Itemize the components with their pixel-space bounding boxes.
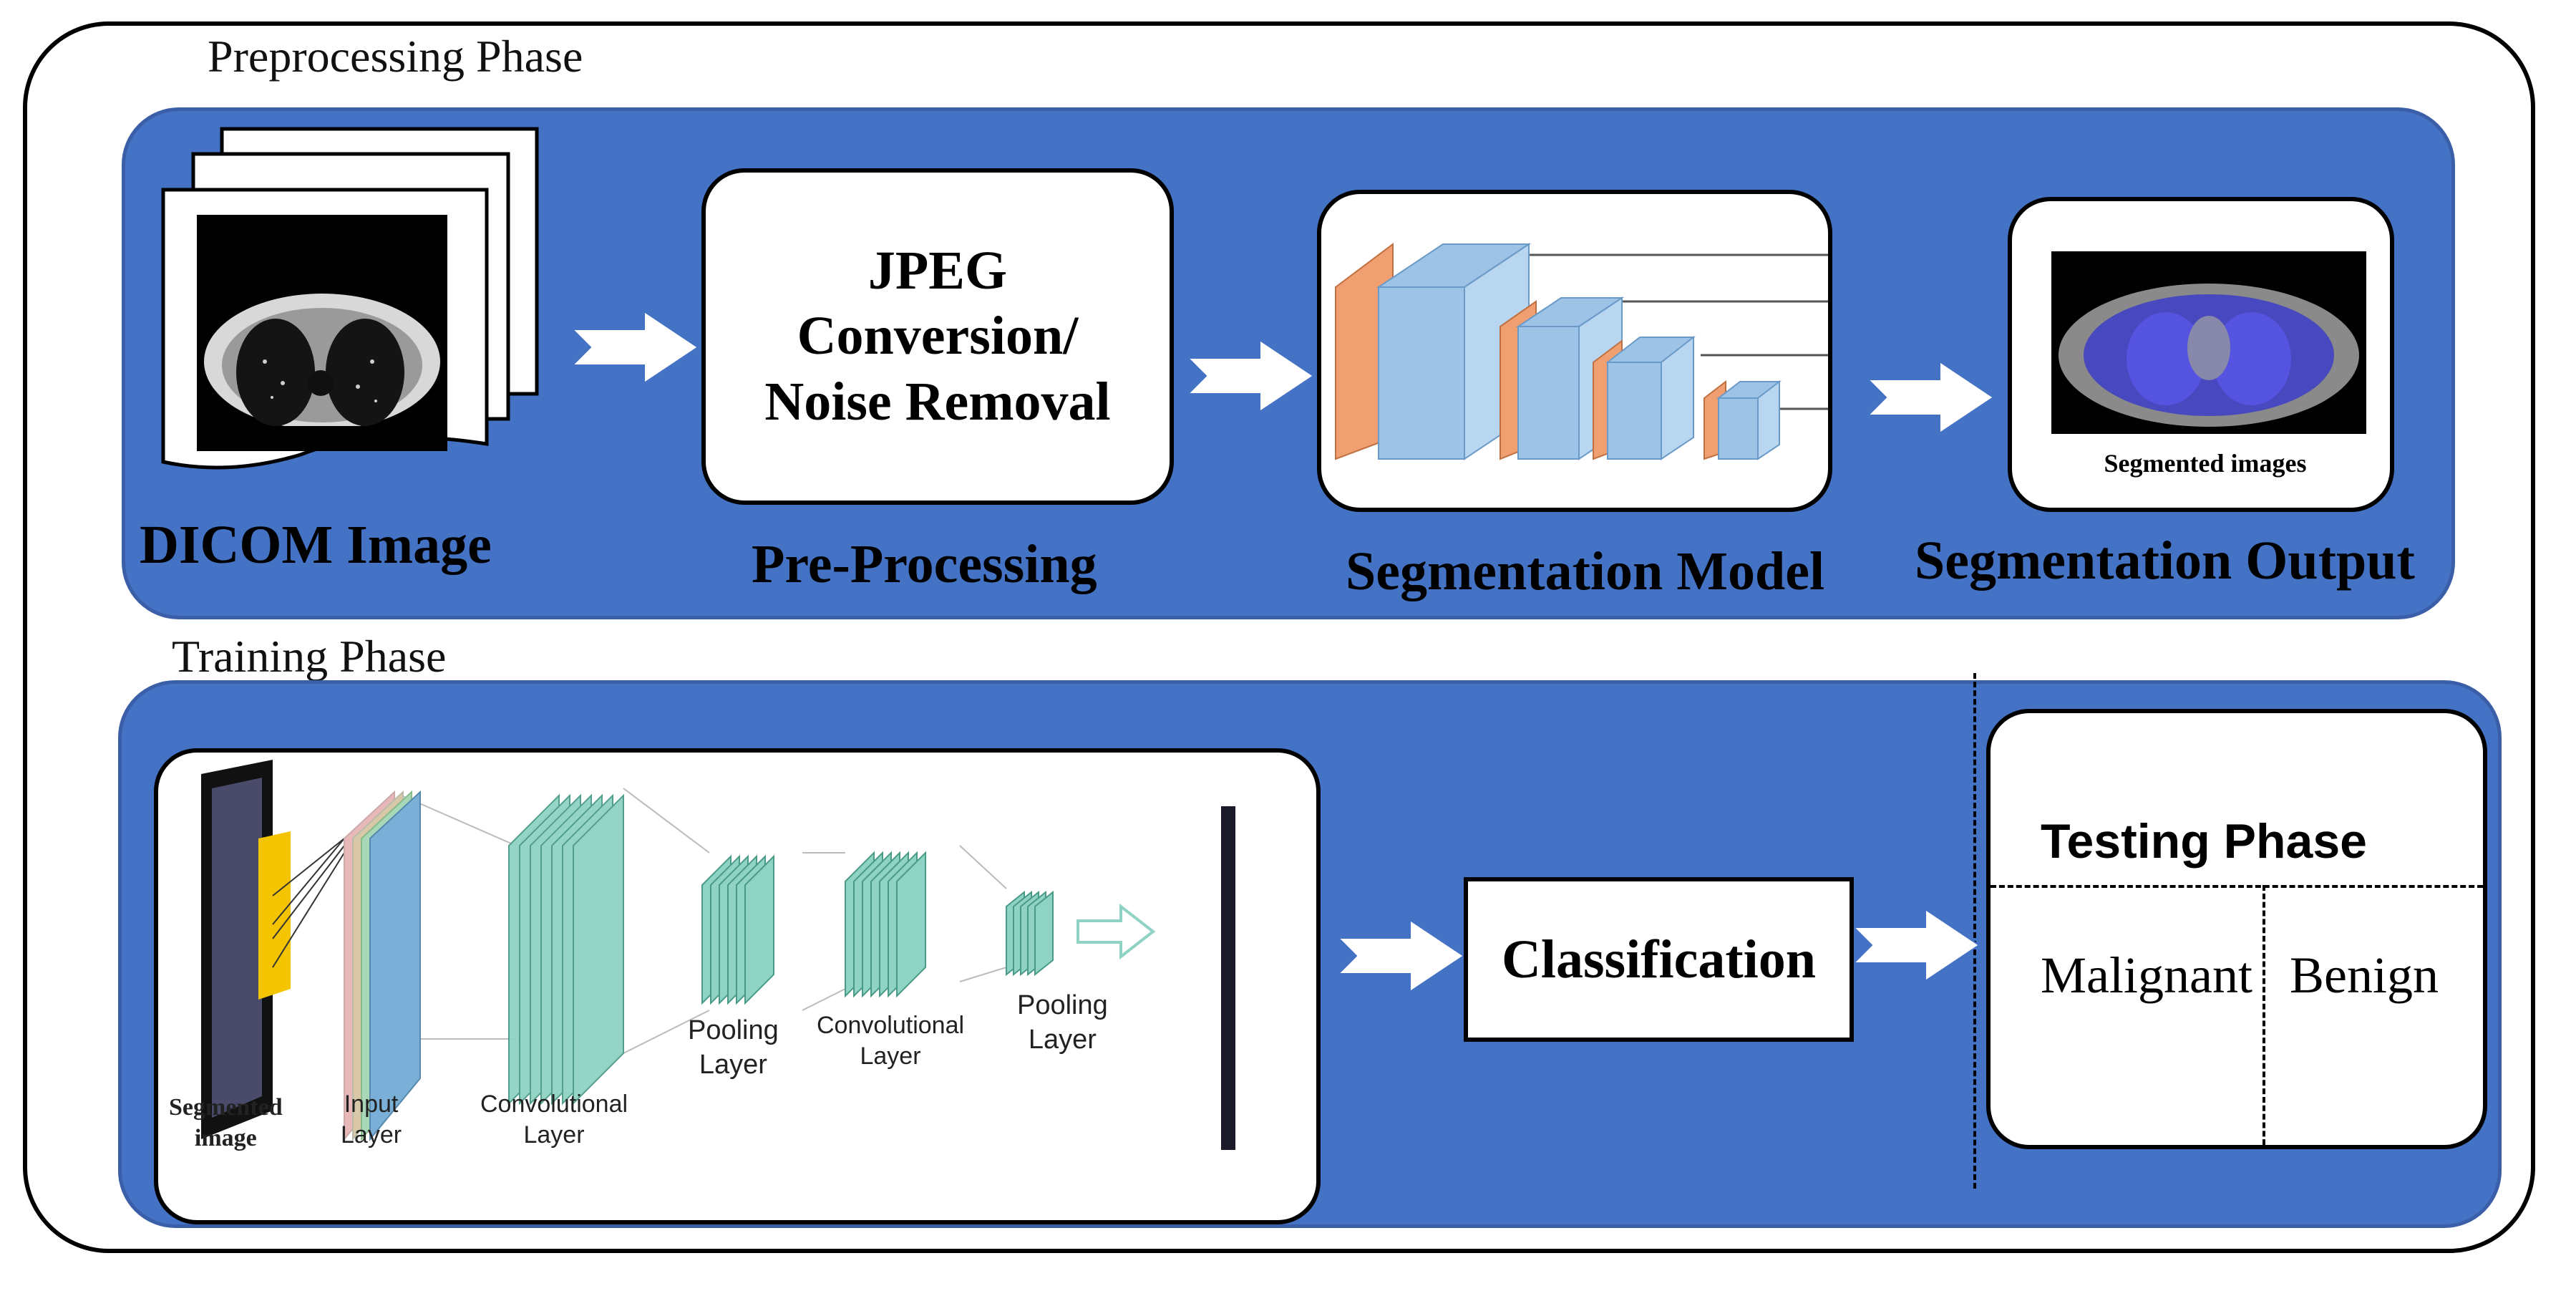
jpeg-line-2: Conversion/ — [797, 306, 1079, 367]
cnn-label-pool2: Pooling Layer — [1017, 989, 1108, 1057]
segmentation-output-label: Segmentation Output — [1915, 531, 2415, 591]
cnn-label-text: Layer — [1028, 1024, 1097, 1055]
cnn-label-text: Pooling — [688, 1015, 779, 1045]
cnn-architecture-box: Segmented image Input Layer Convolutiona… — [154, 748, 1321, 1224]
cnn-label-text: Layer — [699, 1049, 767, 1080]
pre-processing-label: Pre-Processing — [752, 534, 1097, 594]
cnn-label-text: Layer — [523, 1121, 585, 1149]
cnn-label-text: image — [194, 1124, 257, 1151]
cnn-label-pool1: Pooling Layer — [688, 1014, 779, 1082]
cnn-label-text: Input — [344, 1091, 399, 1118]
cnn-label-input-layer: Input Layer — [341, 1089, 402, 1150]
cnn-label-text: Convolutional — [480, 1091, 628, 1118]
dicom-label: DICOM Image — [140, 515, 492, 575]
cnn-label-text: Segmented — [169, 1094, 283, 1121]
cnn-label-text: Layer — [341, 1121, 402, 1149]
cnn-label-conv2: Convolutional Layer — [817, 1010, 964, 1071]
dicom-image-stack — [157, 125, 558, 483]
jpeg-line-1: JPEG — [867, 241, 1008, 301]
arrow-right-icon — [1854, 906, 1983, 985]
preprocessing-phase-label: Preprocessing Phase — [208, 31, 583, 82]
arrow-right-icon — [573, 308, 701, 387]
testing-divider — [1973, 673, 1976, 1189]
cnn-diagram — [201, 760, 1235, 1150]
training-phase-label: Training Phase — [172, 631, 447, 682]
cnn-label-text: Pooling — [1017, 990, 1108, 1020]
testing-header-divider — [1991, 885, 2483, 888]
jpeg-conversion-box: JPEG Conversion/ Noise Removal — [701, 168, 1174, 505]
cnn-label-text: Convolutional — [817, 1012, 965, 1039]
segmentation-model-label: Segmentation Model — [1346, 541, 1825, 601]
testing-phase-title: Testing Phase — [2041, 814, 2367, 869]
testing-phase-box: Testing Phase Malignant Benign — [1986, 709, 2487, 1149]
segmentation-network-icon — [1335, 243, 1828, 460]
outcome-divider — [2262, 885, 2265, 1145]
cnn-label-segmented-image: Segmented image — [169, 1093, 283, 1154]
malignant-label: Malignant — [2041, 947, 2252, 1004]
segmentation-output-box: Segmented images — [2008, 197, 2394, 512]
benign-label: Benign — [2290, 947, 2439, 1004]
cnn-label-conv1: Convolutional Layer — [480, 1089, 628, 1150]
segmented-ct-image — [2051, 251, 2366, 434]
arrow-right-icon — [1868, 358, 1997, 437]
classification-box: Classification — [1464, 877, 1854, 1042]
segmentation-model-box — [1317, 190, 1832, 512]
jpeg-line-3: Noise Removal — [764, 371, 1111, 432]
arrow-right-icon — [1338, 917, 1467, 995]
arrow-right-icon — [1188, 337, 1317, 415]
cnn-label-text: Layer — [860, 1042, 921, 1070]
outer-frame — [23, 21, 2535, 1253]
segmented-images-caption: Segmented images — [2104, 449, 2307, 478]
